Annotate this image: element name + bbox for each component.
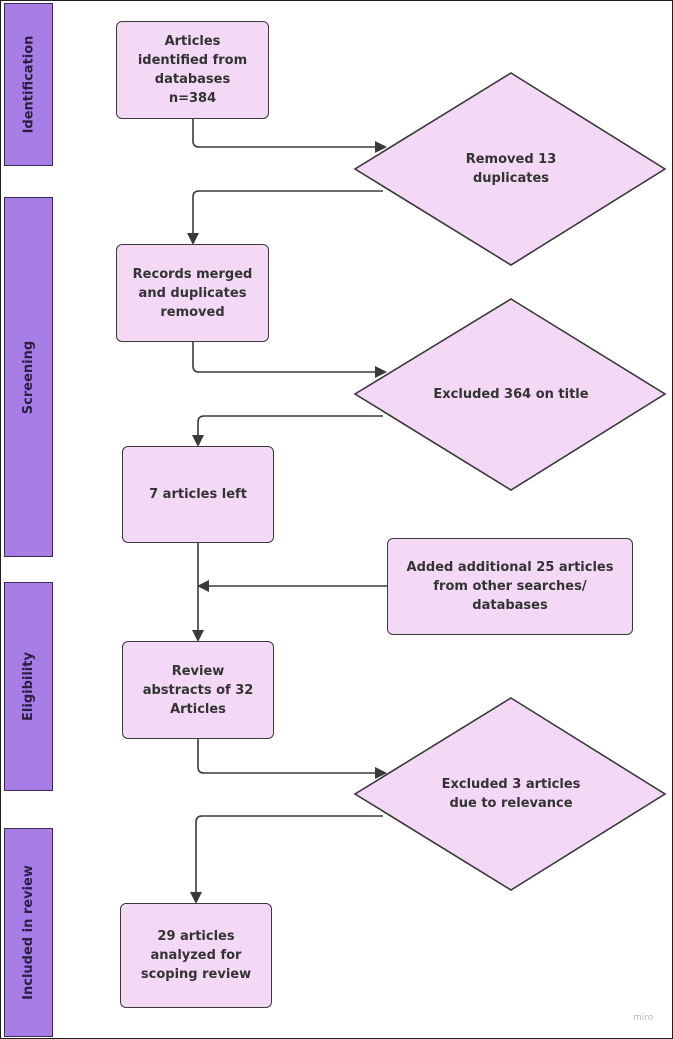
box-articles-left-text: 7 articles left bbox=[149, 487, 247, 502]
box-articles-left: 7 articles left bbox=[122, 446, 274, 543]
box-articles-identified-text: Articles identified from databases n=384 bbox=[137, 34, 248, 106]
arrow-duplicates-to-merged bbox=[187, 190, 383, 245]
arrow-abstracts-to-relevance bbox=[197, 739, 387, 779]
arrow-identified-to-duplicates bbox=[192, 119, 387, 153]
decision-title-shape bbox=[353, 298, 667, 491]
phase-included: Included in review bbox=[4, 828, 53, 1037]
arrow-title-to-left bbox=[192, 415, 383, 447]
phase-screening-label: Screening bbox=[21, 340, 37, 414]
box-records-merged: Records merged and duplicates removed bbox=[116, 244, 269, 342]
box-additional-articles-text: Added additional 25 articles from other … bbox=[406, 560, 614, 613]
decision-relevance: Excluded 3 articles due to relevance bbox=[401, 754, 621, 834]
phase-identification: Identification bbox=[4, 3, 53, 166]
phase-included-label: Included in review bbox=[21, 865, 36, 1000]
decision-relevance-shape bbox=[353, 697, 667, 891]
box-articles-analyzed-text: 29 articles analyzed for scoping review bbox=[140, 929, 252, 982]
arrow-merged-to-title bbox=[192, 342, 387, 378]
box-articles-analyzed: 29 articles analyzed for scoping review bbox=[120, 903, 272, 1008]
phase-screening: Screening bbox=[4, 197, 53, 557]
box-additional-articles: Added additional 25 articles from other … bbox=[387, 538, 633, 635]
miro-watermark: miro bbox=[633, 1013, 654, 1023]
box-records-merged-text: Records merged and duplicates removed bbox=[132, 266, 253, 320]
decision-relevance-text: Excluded 3 articles due to relevance bbox=[441, 777, 581, 811]
box-review-abstracts-text: Review abstracts of 32 Articles bbox=[142, 663, 254, 717]
phase-eligibility-label: Eligibility bbox=[21, 652, 37, 721]
phase-eligibility: Eligibility bbox=[4, 582, 53, 791]
box-articles-identified: Articles identified from databases n=384 bbox=[116, 21, 269, 119]
decision-duplicates-shape bbox=[353, 72, 667, 266]
decision-title-text: Excluded 364 on title bbox=[433, 386, 589, 402]
box-review-abstracts: Review abstracts of 32 Articles bbox=[122, 641, 274, 739]
arrow-relevance-to-analyzed bbox=[190, 815, 383, 904]
phase-identification-label: Identification bbox=[21, 35, 37, 134]
decision-title: Excluded 364 on title bbox=[401, 354, 621, 434]
decision-duplicates-text: Removed 13 duplicates bbox=[465, 152, 557, 186]
decision-duplicates: Removed 13 duplicates bbox=[401, 129, 621, 209]
